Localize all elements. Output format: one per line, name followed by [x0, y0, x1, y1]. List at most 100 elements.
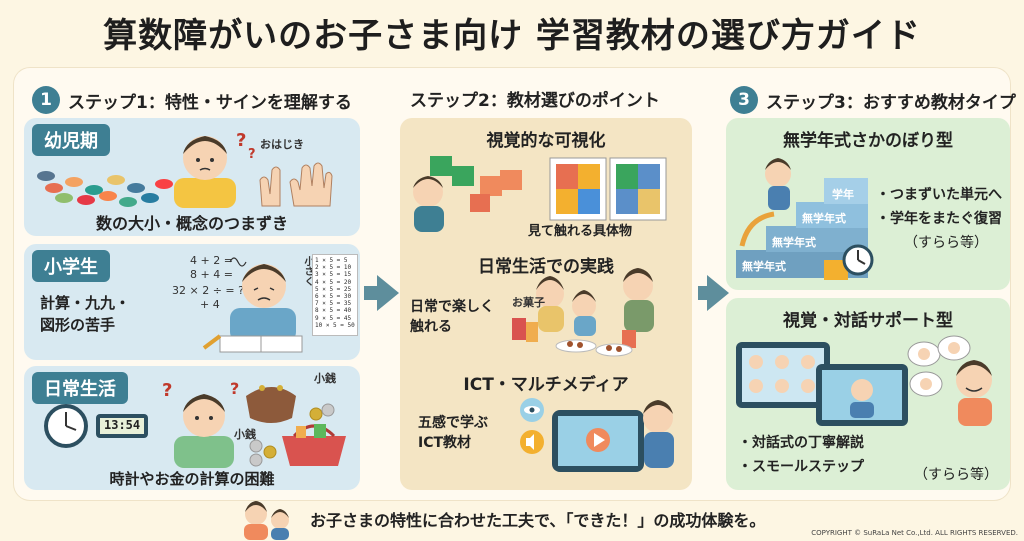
- happy-child-icon: [956, 360, 992, 426]
- math-line-4: + 4: [200, 298, 220, 311]
- child-pointing-icon: [413, 176, 444, 232]
- visual-dialogue-note: （すらら等）: [914, 467, 998, 483]
- elementary-illustration: [202, 257, 303, 353]
- table-line: 6 × 5 = 30: [315, 293, 352, 301]
- daily-practice-title: 日常生活での実践: [478, 257, 614, 277]
- climbing-child-icon: [765, 158, 791, 210]
- parent-child-icon: [244, 501, 289, 540]
- confused-child-icon: ? ?: [162, 379, 239, 468]
- table-line: 10 × 5 = 50: [315, 321, 355, 329]
- color-grid-card-icon: [549, 157, 667, 221]
- svg-text:?: ?: [248, 147, 256, 162]
- visual-dialogue-illustration: [736, 335, 992, 426]
- arrow-1-stem: [364, 286, 378, 300]
- card-elementary: 小学生 計算・九九・ 図形の苦手 4 + 2 = 8 + 4 = 32 × 2 …: [24, 244, 360, 360]
- table-line: 5 × 5 = 25: [315, 285, 352, 293]
- coins-label-2: 小銭: [234, 428, 256, 441]
- times-table-sheet: 1 × 5 = 5 2 × 5 = 10 3 × 5 = 15 4 × 5 = …: [312, 254, 358, 336]
- step-label-2: 無学年式: [772, 236, 816, 249]
- infant-caption: 数の大小・概念のつまずき: [95, 214, 288, 233]
- card-infant: 幼児期 ? ?: [24, 118, 360, 236]
- svg-text:?: ?: [236, 130, 246, 151]
- table-line: 2 × 5 = 10: [315, 264, 352, 272]
- digital-clock-icon: [96, 414, 148, 438]
- shopping-basket-icon: [282, 424, 346, 466]
- arrow-2-stem: [698, 286, 708, 300]
- step3-heading-text: ステップ3：おすすめ教材タイプ: [766, 92, 1016, 113]
- child-using-tablet-icon: [643, 400, 674, 468]
- notebook-icon: [219, 335, 303, 353]
- grade-free-bullet-2: ・学年をまたぐ復習: [876, 211, 1002, 227]
- daily-life-caption: 時計やお金の計算の困難: [109, 470, 275, 488]
- step-label-4: 学年: [832, 188, 854, 201]
- eye-icon: [520, 398, 544, 422]
- step3-heading: 3 ステップ3：おすすめ教材タイプ: [730, 86, 1016, 114]
- step1-heading: 1 ステップ1：特性・サインを理解する: [32, 86, 352, 114]
- digital-clock-time: 13:54: [104, 418, 141, 432]
- clock-icon: [842, 244, 874, 276]
- video-grid-screen-icon: [736, 342, 830, 408]
- tag-elementary: 小学生: [32, 250, 110, 282]
- scribble-icon: [229, 257, 247, 267]
- coins-label-1: 小銭: [314, 372, 336, 385]
- tablet-icon: [552, 410, 644, 472]
- family-eating-snacks-icon: [512, 268, 654, 357]
- coins-icon: [249, 403, 335, 467]
- step2-heading-text: ステップ2：教材選びのポイント: [410, 91, 660, 111]
- step1-heading-text: ステップ1：特性・サインを理解する: [68, 92, 352, 113]
- card-grade-free: 無学年式さかのぼり型 無学年式 無学年式 無学年式 学年 ・つまずいた単元へ ・…: [726, 118, 1010, 290]
- step1-number: 1: [32, 86, 60, 114]
- table-line: 8 × 5 = 40: [315, 307, 352, 315]
- card-material-points: 視覚的な可視化: [400, 118, 692, 490]
- grade-free-title: 無学年式さかのぼり型: [783, 131, 953, 151]
- math-line-3: 32 × 2 ÷ = ?: [172, 284, 244, 297]
- elementary-caption-2: 図形の苦手: [40, 316, 116, 334]
- arrow-right-icon: [707, 275, 729, 311]
- tag-infant: 幼児期: [32, 124, 110, 156]
- arrow-right-icon: [377, 275, 399, 311]
- counting-fingers-icon: [259, 162, 333, 207]
- svg-text:?: ?: [162, 380, 172, 401]
- speaker-icon: [520, 430, 544, 454]
- table-line: 9 × 5 = 45: [315, 314, 352, 322]
- footer-message: お子さまの特性に合わせた工夫で、「できた！」の成功体験を。: [310, 511, 766, 530]
- step-label-1: 無学年式: [742, 260, 786, 273]
- visual-section-title: 視覚的な可視化: [486, 131, 606, 151]
- daily-practice-caption-1: 日常で楽しく: [410, 299, 494, 315]
- step2-heading: ステップ2：教材選びのポイント: [410, 86, 660, 111]
- elementary-caption-1: 計算・九九・: [40, 294, 131, 312]
- step-label-3: 無学年式: [802, 212, 846, 225]
- table-line: 3 × 5 = 15: [315, 271, 352, 279]
- building-blocks-icon: [430, 156, 522, 212]
- page-title: 算数障がいのお子さま向け 学習教材の選び方ガイド: [103, 16, 921, 56]
- visual-caption: 見て触れる具体物: [528, 224, 633, 239]
- ict-caption-2: ICT教材: [418, 435, 472, 451]
- visual-dialogue-title: 視覚・対話サポート型: [783, 311, 953, 331]
- visual-dialogue-bullet-1: ・対話式の丁寧解説: [738, 435, 864, 451]
- card-visual-dialogue: 視覚・対話サポート型 ・対話式の丁寧解説 ・スモ: [726, 298, 1010, 490]
- daily-life-illustration: ? ?: [44, 379, 346, 468]
- infant-illustration: ? ?: [37, 130, 333, 208]
- math-line-2: 8 + 4 =: [190, 268, 233, 281]
- table-line: 4 × 5 = 20: [315, 278, 352, 286]
- thinking-child-icon: ? ?: [174, 130, 256, 208]
- struggling-child-icon: [230, 264, 296, 342]
- tutor-screen-icon: [816, 364, 908, 426]
- marbles-icon: [37, 171, 173, 207]
- card-daily-life: 日常生活 ? ?: [24, 366, 360, 490]
- pencil-icon: [202, 334, 222, 350]
- material-points-illustration: [413, 156, 674, 472]
- grade-free-illustration: [736, 158, 874, 280]
- math-line-1: 4 + 2 =: [190, 254, 233, 267]
- copyright-notice: COPYRIGHT © SuRaLa Net Co.,Ltd. ALL RIGH…: [811, 529, 1018, 537]
- step3-number: 3: [730, 86, 758, 114]
- table-line: 7 × 5 = 35: [315, 300, 352, 308]
- snack-label: お菓子: [512, 296, 545, 309]
- daily-practice-caption-2: 触れる: [410, 319, 452, 335]
- grade-free-note: （すらら等）: [904, 235, 988, 251]
- ict-title: ICT・マルチメディア: [463, 375, 629, 395]
- visual-dialogue-bullet-2: ・スモールステップ: [738, 459, 864, 475]
- chat-bubbles-icon: [907, 335, 971, 397]
- book-icon: [824, 260, 848, 280]
- grade-free-bullet-1: ・つまずいた単元へ: [876, 187, 1002, 203]
